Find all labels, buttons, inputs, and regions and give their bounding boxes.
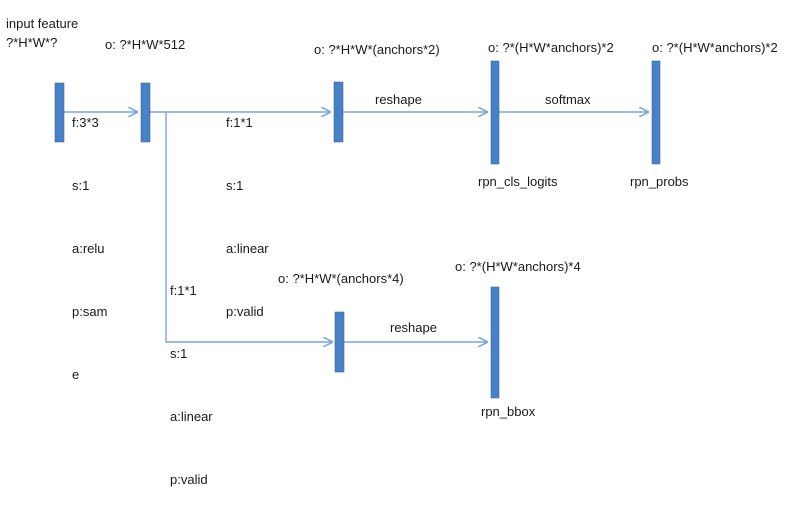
cls-reshape-label: reshape — [375, 92, 422, 107]
rpn-probs-name: rpn_probs — [630, 174, 689, 189]
rpn-cls-logits-output-shape: o: ?*(H*W*anchors)*2 — [488, 40, 614, 55]
cls-param-stride: s:1 — [226, 178, 244, 193]
bbox-conv-output-shape: o: ?*H*W*(anchors*4) — [278, 271, 404, 286]
softmax-label: softmax — [545, 92, 591, 107]
bbox-conv-params: f:1*1 s:1 a:linear p:valid — [170, 238, 213, 511]
cls-param-padding: p:valid — [226, 304, 264, 319]
conv-param-activation: a:relu — [72, 241, 105, 256]
arrow-conv-to-bbox-conv — [165, 112, 332, 342]
input-feature-block — [54, 82, 65, 143]
cls-conv-block — [333, 81, 344, 143]
conv-block — [140, 82, 151, 143]
cls-conv-output-shape: o: ?*H*W*(anchors*2) — [314, 42, 440, 57]
conv-param-padding-wrap: e — [72, 367, 80, 382]
bbox-param-filter: f:1*1 — [170, 283, 197, 298]
rpn-cls-logits-block — [490, 60, 500, 165]
input-feature-shape: ?*H*W*? — [6, 35, 58, 50]
cls-param-filter: f:1*1 — [226, 115, 253, 130]
rpn-probs-output-shape: o: ?*(H*W*anchors)*2 — [652, 40, 778, 55]
cls-conv-params: f:1*1 s:1 a:linear p:valid — [226, 70, 269, 343]
conv-params: f:3*3 s:1 a:relu p:sam e — [72, 70, 107, 406]
conv-param-stride: s:1 — [72, 178, 90, 193]
rpn-probs-block — [651, 60, 661, 165]
bbox-conv-block — [334, 311, 345, 373]
rpn-bbox-name: rpn_bbox — [481, 404, 536, 419]
conv-output-shape: o: ?*H*W*512 — [105, 37, 186, 52]
rpn-bbox-output-shape: o: ?*(H*W*anchors)*4 — [455, 259, 581, 274]
bbox-param-padding: p:valid — [170, 472, 208, 487]
rpn-bbox-block — [490, 286, 500, 399]
bbox-reshape-label: reshape — [390, 320, 437, 335]
bbox-param-activation: a:linear — [170, 409, 213, 424]
cls-param-activation: a:linear — [226, 241, 269, 256]
rpn-cls-logits-name: rpn_cls_logits — [478, 174, 558, 189]
conv-param-filter: f:3*3 — [72, 115, 99, 130]
bbox-param-stride: s:1 — [170, 346, 188, 361]
conv-param-padding: p:sam — [72, 304, 108, 319]
input-feature-title: input feature — [6, 16, 79, 31]
diagram-canvas — [54, 60, 661, 399]
